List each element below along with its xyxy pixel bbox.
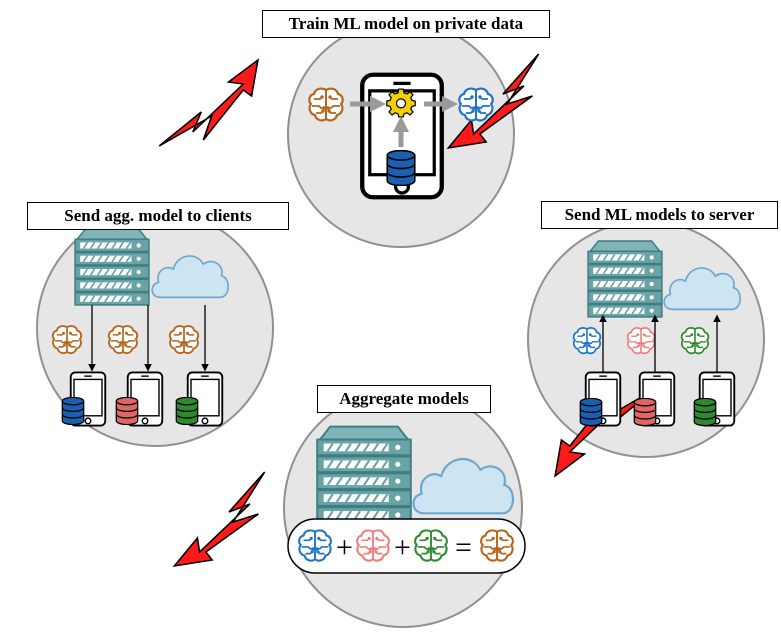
server-icon (74, 228, 150, 306)
brain-icon (168, 325, 200, 355)
database-icon (115, 397, 139, 425)
server-icon (316, 425, 412, 524)
gear-icon (386, 88, 416, 118)
database-icon (693, 398, 717, 426)
database-icon (386, 150, 416, 186)
database-icon (61, 397, 85, 425)
brain-icon (51, 325, 83, 355)
database-icon (579, 398, 603, 426)
brain-icon (298, 529, 332, 562)
brain-icon (680, 326, 710, 355)
plus-operator: + (394, 531, 411, 564)
red-arrow-icon (156, 59, 259, 147)
brain-icon (356, 529, 390, 562)
server-icon (587, 240, 663, 318)
equals-operator: = (455, 531, 472, 564)
brain-icon (458, 87, 494, 122)
brain-icon (107, 325, 139, 355)
label-send-to-server: Send ML models to server (541, 201, 778, 229)
database-icon (175, 397, 199, 425)
label-send-to-clients: Send agg. model to clients (27, 202, 289, 230)
label-aggregate: Aggregate models (317, 385, 491, 413)
brain-icon (572, 326, 602, 355)
aggregation-equation-box (287, 518, 526, 574)
label-train: Train ML model on private data (262, 10, 550, 38)
brain-icon (626, 326, 656, 355)
database-icon (633, 398, 657, 426)
brain-icon (414, 529, 448, 562)
brain-icon (308, 87, 344, 122)
brain-icon (480, 529, 514, 562)
red-arrow-icon (173, 469, 266, 567)
plus-operator: + (336, 531, 353, 564)
